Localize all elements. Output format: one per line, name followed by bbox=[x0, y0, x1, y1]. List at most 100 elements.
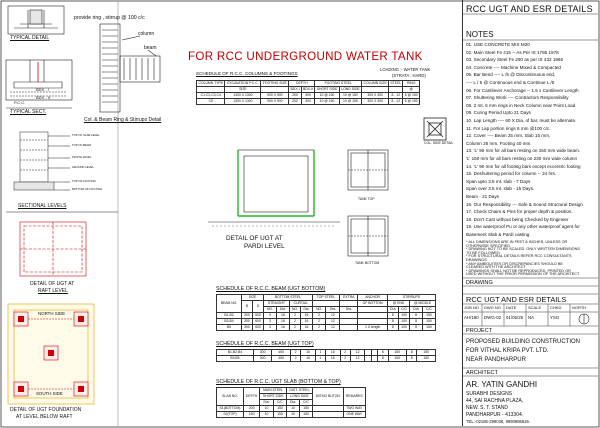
note-line: * FOR STRUCTURAL DETAILS REFER RCC CONSU… bbox=[466, 254, 572, 259]
sectional-levels-title: SECTIONAL LEVELS bbox=[18, 203, 67, 209]
drawing-info-cell: NA bbox=[528, 315, 535, 320]
tank-bottom-label: TANK BOTTOM bbox=[355, 261, 380, 265]
architect-name: AR. YATIN GANDHI bbox=[466, 380, 538, 389]
provide-ring-note: provide ring , stirrup @ 100 c/c bbox=[74, 15, 145, 21]
footing-schedule-title: SCHEDULE OF R.C.C. COLUMNS & FOOTINGS bbox=[196, 71, 298, 76]
loading-note: LOADING :- WATER TANK bbox=[380, 67, 431, 72]
note-line: OTHERWISE SPECIFIED bbox=[466, 243, 511, 248]
table-cell: 900 X 900 bbox=[260, 98, 290, 105]
note-line: 02. Main Steel Fe 415 -- As Per IS 1786 … bbox=[466, 49, 559, 55]
note-line: * ANY AMBIGUITIES OR DISCREPANCIES SHOUL… bbox=[466, 261, 563, 266]
beam-label: beam bbox=[144, 45, 157, 51]
table-cell: 150 bbox=[421, 324, 437, 331]
architect-line: 44, SAI RACHNA PLAZA, bbox=[466, 398, 524, 404]
table-cell: 16 bbox=[300, 324, 313, 331]
ugt-raft-title-line-2: RAFT LEVEL bbox=[38, 288, 68, 294]
table-subheader-row: SIZE BDX-I BDX-II SHORT SIDE LONG SIDE @ bbox=[195, 86, 420, 93]
typical-detail-title: TYPICAL DETAIL bbox=[10, 35, 50, 41]
table-cell: 2 bbox=[339, 355, 351, 362]
note-line: 'L' 150 mm for all bars resting on 230 m… bbox=[466, 156, 578, 161]
title-block bbox=[462, 0, 599, 426]
table-cell: 300 bbox=[240, 324, 254, 331]
ugt-pardi-title-line-2: PARDI LEVEL bbox=[244, 243, 285, 250]
architect-line: NEW. S. T. STAND bbox=[466, 405, 509, 411]
table-cell: 150 bbox=[416, 355, 436, 362]
project-heading: PROJECT bbox=[466, 328, 493, 334]
note-line: 18. Don't Cast without being Checked by … bbox=[466, 216, 569, 222]
note-line: 11. For Lap portion rings 6 mm @100 c/c. bbox=[466, 125, 551, 131]
architect-heading: ARCHITECT bbox=[466, 370, 499, 376]
note-line: 06. For Cantilever Anchorage -- 1.5 x Ca… bbox=[466, 87, 579, 93]
table-cell: 10 bbox=[285, 411, 301, 418]
note-line: Span over 3.5 mt. slab - 15 Days. bbox=[466, 186, 535, 192]
drawing-info-cell: CHKD bbox=[550, 305, 562, 310]
table-cell: 8 bbox=[405, 355, 418, 362]
table-cell: 600 bbox=[252, 324, 265, 331]
ugt-raft-title-line-1: DETAIL OF UGT AT bbox=[30, 281, 75, 287]
tank-top-plan bbox=[347, 149, 389, 191]
note-line: 15. Deshuttering period for column -- 24… bbox=[466, 171, 557, 177]
table-header-cell: DIS'NO BUTON bbox=[311, 387, 344, 406]
ugt-raft-plan bbox=[19, 221, 87, 277]
typical-footing-detail bbox=[5, 5, 73, 109]
level-label: TOP OF FOOTING bbox=[72, 179, 96, 183]
note-line: Basement Slab & Pardi casting. bbox=[466, 232, 531, 237]
drawing-info-cell: SCALE bbox=[528, 305, 542, 310]
table-cell: 200 bbox=[288, 98, 302, 105]
project-line-1: PROPOSED BUILDING CONSTRUCTION bbox=[466, 339, 581, 345]
note-line: * DRAWINGS SHALL NOT BE REPRODUCED, PRIN… bbox=[466, 268, 571, 273]
table-cell: 8 bbox=[377, 355, 389, 362]
ugt-foundation-title-line-1: DETAIL OF UGT FOUNDATION bbox=[10, 407, 82, 413]
note-line: 10. Lap Length ---- 60 X Dia. of bar, mu… bbox=[466, 118, 577, 123]
col-beam-ring-title: Col. & Beam Ring & Stirrups Detail bbox=[84, 117, 162, 123]
note-line: 09. Curing Period Upto 21 Days bbox=[466, 110, 531, 116]
title-block-heading: RCC UGT AND ESR DETAILS bbox=[466, 4, 593, 14]
table-cell: C5 bbox=[195, 98, 226, 105]
table-header-cell: SLAB NO. bbox=[216, 387, 244, 406]
note-line: 12. Cover ---- Beam 25 mm, Slab 15 mm, bbox=[466, 133, 551, 139]
table-header-cell: BEAM NO. bbox=[216, 294, 242, 313]
beam-bottom-schedule-table: BEAM NO. SIZE BOTTOM STEEL TOP STEEL EXT… bbox=[216, 294, 437, 331]
north-side-label: NORTH SIDE bbox=[38, 311, 65, 316]
table-header-cell: REMARKS bbox=[342, 387, 367, 406]
note-line: 07. Shuttering Work ---- Contractors Res… bbox=[466, 95, 569, 101]
table-cell: 8 bbox=[409, 324, 423, 331]
note-line: 08. 2 mt. 6 mm rings in Neck Column near… bbox=[466, 102, 576, 108]
table-header-cell: D bbox=[252, 300, 265, 313]
architect-line: TEL:-02186-299036, 9890986626. bbox=[466, 419, 531, 424]
note-line: 16. Our Responsibility --- Safe & Sound … bbox=[466, 201, 583, 207]
slab-schedule-title: SCHEDULE OF R.C.C. UGT SLAB (BOTTOM & TO… bbox=[216, 379, 341, 385]
ugt-pardi-title-line-1: DETAIL OF UGT AT bbox=[226, 235, 283, 242]
note-line: DRAWINGS bbox=[466, 258, 487, 262]
note-line: 05. Bar Bend ---- L /5 @ Discontinuous e… bbox=[466, 72, 556, 78]
table-cell: 12 bbox=[325, 324, 341, 331]
note-line: 17. Check Chairs & Pins for proper depth… bbox=[466, 209, 573, 215]
note-line: Beam - 21 Days bbox=[466, 194, 499, 199]
note-line: 01. USE CONCRETE MIX M20 bbox=[466, 42, 530, 47]
drawing-info-cell: DATE bbox=[506, 305, 517, 310]
table-cell: 2 bbox=[311, 324, 327, 331]
ugt-foundation-title-line-2: AT LEVEL BELOW RAFT bbox=[16, 414, 73, 420]
level-label: TOP OF SLAB LEVEL bbox=[72, 133, 100, 137]
strata-note: (STRATA : HARD) bbox=[392, 73, 426, 78]
note-line: 13. 'L' 90 mm for all bars resting on 15… bbox=[466, 148, 581, 154]
table-cell: 150 bbox=[299, 411, 313, 418]
footing-schedule-table: COLUMN TYPE EXCAVATION P.C.C. FOOTING SI… bbox=[195, 80, 420, 105]
ugt-foundation-plan bbox=[7, 303, 95, 405]
col-side-label: COL. SIDE DETAIL bbox=[424, 141, 454, 145]
note-line: USED WITHOUT THE PRIOR PERMISSION OF THE… bbox=[466, 272, 580, 277]
note-line: * ALL DIMENSIONS ARE IN FEET & INCHES, U… bbox=[466, 240, 568, 244]
table-cell: 300 X 300 bbox=[361, 98, 390, 105]
table-cell: 150 bbox=[272, 411, 288, 418]
note-line: CLEARED WITH THE ARCHITECT bbox=[466, 265, 526, 270]
table-cell: B5 bbox=[216, 324, 242, 331]
note-line: 03. Secondary Steel Fe 250 as per IS 432… bbox=[466, 57, 564, 63]
drawing-name: RCC UGT AND ESR DETAILS bbox=[466, 295, 567, 304]
drawing-info-cell: 01/05/25 bbox=[506, 315, 524, 320]
